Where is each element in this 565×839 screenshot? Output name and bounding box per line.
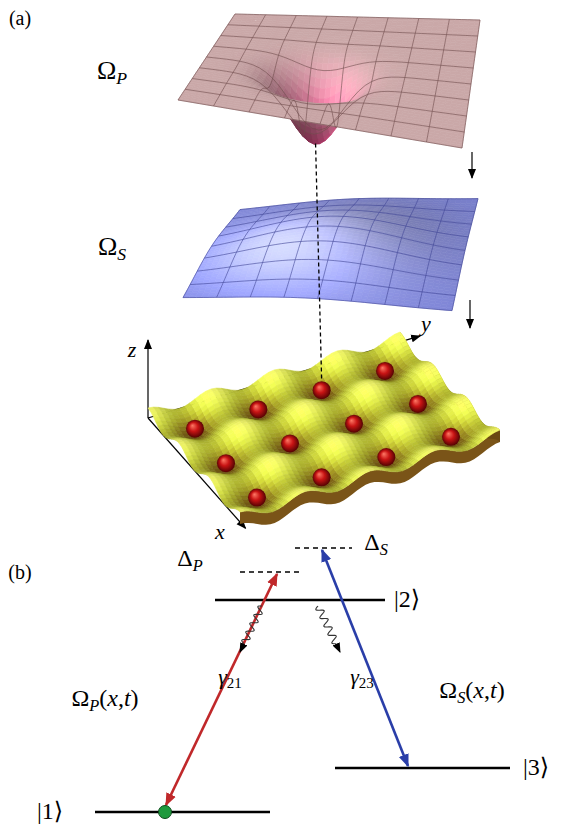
figure: (a)ΩPΩSzyx(b)ΔPΔS|2⟩ΩP(x,t)γ21γ23ΩS(x,t)…: [0, 0, 565, 839]
